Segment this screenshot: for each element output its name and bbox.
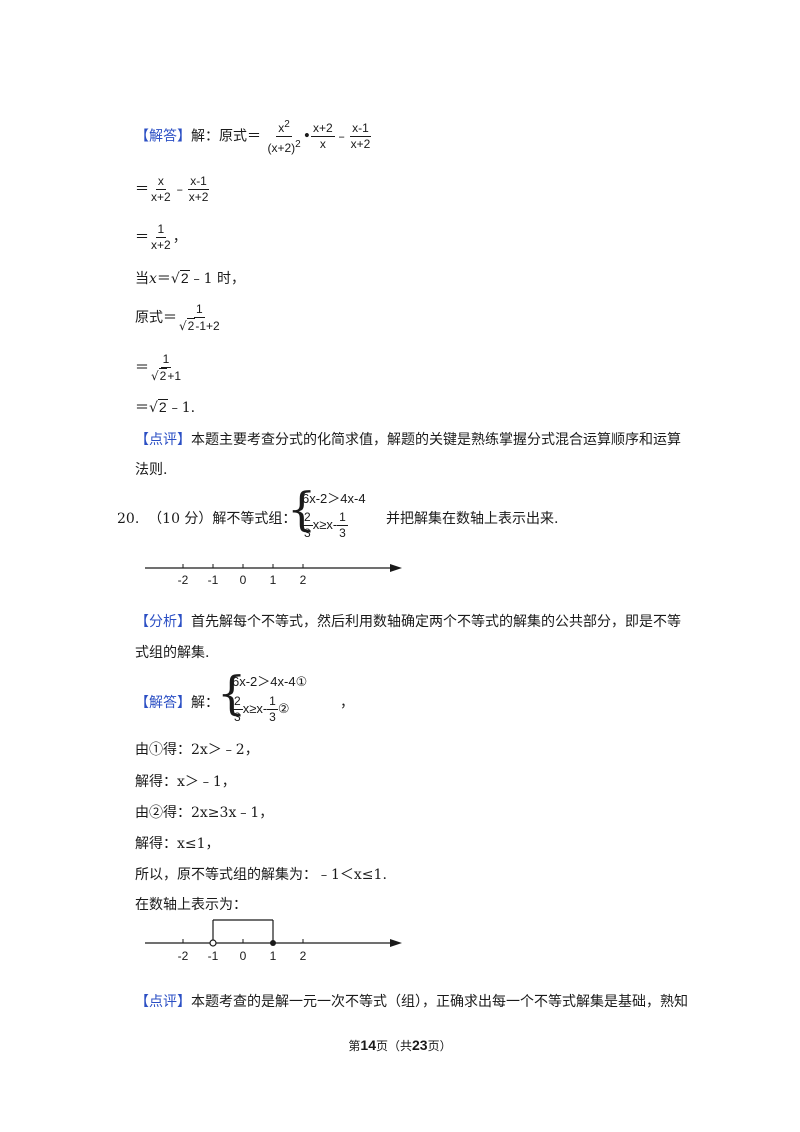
problem-20-tail: 并把解集在数轴上表示出来. xyxy=(386,511,559,527)
problem-number: 20. xyxy=(117,511,140,527)
axis-tick-label: 0 xyxy=(240,949,247,963)
problem-20-lead: 20. （10 分）解不等式组： xyxy=(117,509,296,529)
analysis-line-2: 式组的解集. xyxy=(135,645,210,661)
review2-line-1: 【点评】本题考查的是解一元一次不等式（组），正确求出每一个不等式解集是基础，熟知 xyxy=(135,994,688,1010)
fraction-2: x+2 x xyxy=(310,121,335,151)
answer-line-3: ＝ 1 x+2 ， xyxy=(135,222,187,252)
axis-tick-label: -2 xyxy=(178,949,189,963)
answer-inequality-1: 6x-2＞4x-4① xyxy=(232,674,308,689)
dot-operator: • xyxy=(302,128,311,145)
answer-tag-2: 【解答】 xyxy=(135,695,191,711)
axis-tick-label: 2 xyxy=(300,949,307,963)
answer-line-5: 原式＝ 1 √2-1+2 xyxy=(135,302,220,333)
number-line-2: -2 -1 0 1 2 xyxy=(145,919,402,963)
fraction-6: 1 x+2 xyxy=(151,222,171,252)
answer-line-4: 当x＝√2﹣1 时， xyxy=(135,270,245,287)
review-tag: 【点评】 xyxy=(135,432,191,448)
answer2-lead: 【解答】解： xyxy=(135,695,219,711)
answer-line-6: ＝ 1 √2+1 xyxy=(135,352,182,383)
fraction-3: x-1 x+2 xyxy=(350,121,371,151)
number-line-1: -2 -1 0 1 2 xyxy=(145,564,402,587)
open-circle-icon xyxy=(209,939,217,947)
system-inequality-1: 6x-2＞4x-4 xyxy=(302,491,366,506)
axis-tick-label: 2 xyxy=(300,573,307,587)
axis-arrow-icon xyxy=(390,564,402,572)
fraction-5: x-1 x+2 xyxy=(188,174,209,204)
fraction-8: 1 √2+1 xyxy=(151,352,182,383)
fraction-7: 1 √2-1+2 xyxy=(179,302,220,333)
minus-sign: ﹣ xyxy=(334,128,349,145)
answer-line-7: ＝√2﹣1. xyxy=(135,399,196,416)
axis-tick-label: 1 xyxy=(270,573,277,587)
solution-line-6: 在数轴上表示为： xyxy=(135,897,247,913)
filled-circle-icon xyxy=(270,940,276,946)
axis-tick-label: 1 xyxy=(270,949,277,963)
axis-tick-label: 0 xyxy=(240,573,247,587)
solution-line-3: 由②得：2x≥3x﹣1， xyxy=(135,805,274,821)
review-tag-2: 【点评】 xyxy=(135,994,191,1010)
fraction-4: x x+2 xyxy=(151,174,171,204)
solution-line-2: 解得：x＞﹣1， xyxy=(135,774,236,790)
review-line-1: 【点评】本题主要考查分式的化简求值，解题的关键是熟练掌握分式混合运算顺序和运算 xyxy=(135,432,681,448)
solution-line-5: 所以，原不等式组的解集为：﹣1＜x≤1. xyxy=(135,867,387,883)
system-brace-icon: { xyxy=(287,482,317,536)
answer-line-1: 【解答】解：原式＝ x2 (x+2)2 • x+2 x ﹣ x-1 x+2 xyxy=(135,117,372,156)
solution-line-1: 由①得：2x＞﹣2， xyxy=(135,742,259,758)
answer-line-2: ＝ x x+2 ﹣ x-1 x+2 xyxy=(135,174,209,204)
axis-tick-label: -1 xyxy=(208,573,219,587)
fraction-1: x2 (x+2)2 xyxy=(267,119,301,155)
problem-score: （10 分）解不等式组： xyxy=(148,511,297,527)
solution-line-4: 解得：x≤1， xyxy=(135,836,220,852)
analysis-tag: 【分析】 xyxy=(135,614,191,630)
analysis-line-1: 【分析】首先解每个不等式，然后利用数轴确定两个不等式的解集的公共部分，即是不等 xyxy=(135,614,681,630)
answer2-comma: ， xyxy=(340,695,354,711)
answer-tag: 【解答】 xyxy=(135,128,191,145)
system-brace-icon-2: { xyxy=(217,666,247,720)
axis-tick-label: -2 xyxy=(178,573,189,587)
page-footer: 第14页（共23页） xyxy=(348,1037,452,1053)
answer-prefix: 解：原式＝ xyxy=(191,128,261,145)
review-line-2: 法则. xyxy=(135,462,168,478)
axis-tick-label: -1 xyxy=(208,949,219,963)
axis-arrow-icon xyxy=(390,939,402,947)
